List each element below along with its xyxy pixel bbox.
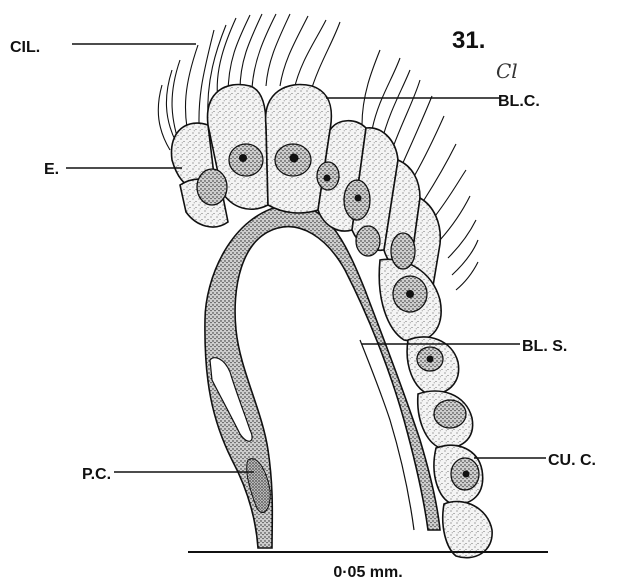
label-cil: CIL. — [10, 39, 40, 56]
handwritten-note: Cl — [496, 59, 518, 83]
label-bl-s: BL. S. — [522, 338, 567, 355]
label-bl-c: BL.C. — [498, 93, 540, 110]
label-p-c: P.C. — [82, 466, 111, 483]
figure-number: 31. — [452, 27, 485, 54]
scale-bar-label: 0·05 mm. — [333, 564, 402, 581]
label-e: E. — [44, 161, 59, 178]
label-cu-c: CU. C. — [548, 452, 596, 469]
scale-bar: 0·05 mm. — [188, 552, 548, 581]
